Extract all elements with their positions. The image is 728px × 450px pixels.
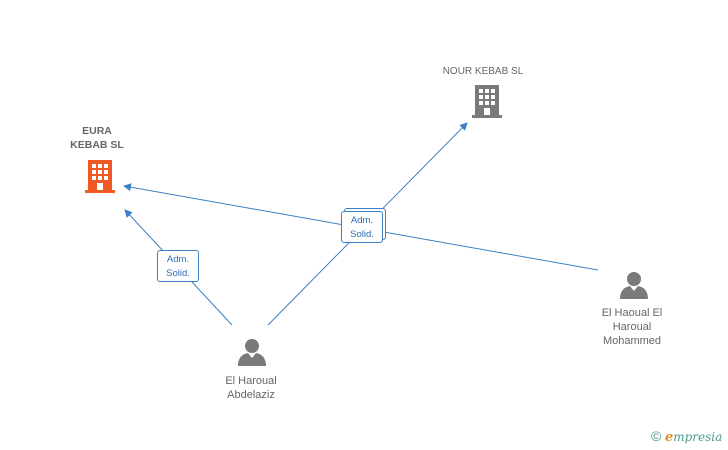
person-name-line: El Haoual El — [601, 307, 663, 319]
relation-box-left[interactable]: Adm. Solid. — [157, 250, 199, 282]
relation-label-line: Solid. — [350, 229, 374, 240]
building-icon[interactable] — [472, 85, 502, 118]
person-label-mohammed[interactable]: El Haoual El Haroual Mohammed — [567, 306, 697, 348]
company-name-line: NOUR KEBAB SL — [442, 66, 524, 77]
person-name-line: El Haroual — [225, 375, 277, 387]
relation-label-line: Adm. — [166, 254, 190, 265]
copyright-symbol: © — [651, 428, 662, 444]
relation-label-line: Solid. — [166, 268, 190, 279]
person-name-line: Abdelaziz — [227, 389, 275, 401]
brand-initial: e — [664, 430, 674, 445]
person-icon[interactable] — [238, 339, 266, 366]
person-name-line: Haroual — [612, 321, 652, 333]
company-name-line: EURA — [82, 125, 112, 137]
company-name-line: KEBAB SL — [70, 139, 124, 151]
person-icon[interactable] — [620, 272, 648, 299]
brand-name: mpresia — [673, 430, 723, 444]
relation-label-line: Adm. — [350, 215, 374, 226]
empresia-watermark: © empresia — [651, 428, 722, 448]
company-label-nour[interactable]: NOUR KEBAB SL — [418, 65, 548, 79]
company-label-eura[interactable]: EURA KEBAB SL — [32, 124, 162, 152]
relation-box-center[interactable]: Adm. Solid. — [341, 211, 383, 243]
person-label-abdelaziz[interactable]: El Haroual Abdelaziz — [186, 374, 316, 402]
person-name-line: Mohammed — [602, 335, 662, 347]
building-icon[interactable] — [85, 160, 115, 193]
